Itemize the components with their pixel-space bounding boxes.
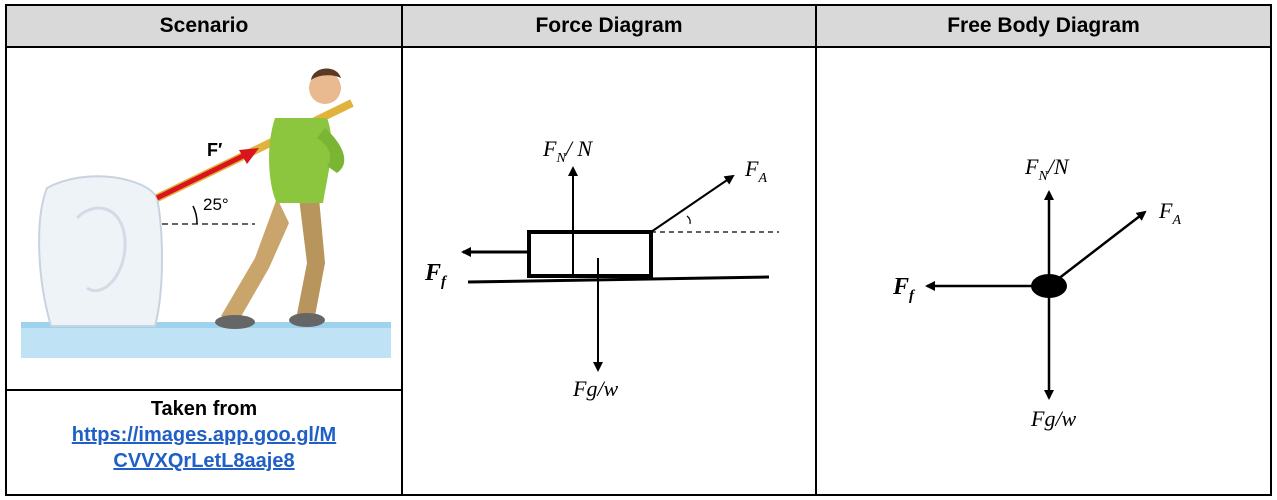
svg-text:Ff: Ff xyxy=(892,274,916,304)
fbd-friction-label: F xyxy=(892,274,909,300)
fbd-normal-label: F xyxy=(1024,154,1039,179)
person-figure xyxy=(215,68,345,329)
fbd-normal-sub: N xyxy=(1037,169,1048,184)
fbd-applied-label: F xyxy=(1158,198,1173,223)
body-point xyxy=(1031,274,1067,298)
svg-text:Ff: Ff xyxy=(424,260,448,290)
force-diagram: FN/ N FA Ff Fg/w xyxy=(424,136,779,401)
svg-text:FN/N: FN/N xyxy=(1024,154,1070,184)
force-label-prime: F′ xyxy=(207,140,222,160)
header-scenario: Scenario xyxy=(159,14,249,37)
fbd-friction-sub: f xyxy=(909,288,916,304)
image-credit: Taken from https://images.app.goo.gl/M C… xyxy=(7,396,401,474)
fd-friction-sub: f xyxy=(441,274,448,290)
fd-friction-label: F xyxy=(424,260,441,286)
free-body-diagram: FN/N FA Ff Fg/w xyxy=(892,154,1181,431)
fd-gravity-label: Fg/w xyxy=(572,376,619,401)
block xyxy=(527,230,653,278)
diagram-table: Scenario Force Diagram Free Body Diagram… xyxy=(5,4,1272,496)
snow-block xyxy=(38,175,163,327)
ground-line xyxy=(467,275,770,284)
applied-force-arrow-fd xyxy=(650,174,735,233)
fd-normal-suffix: / N xyxy=(564,136,594,161)
fd-normal-sub: N xyxy=(555,151,566,166)
credit-link-line1[interactable]: https://images.app.goo.gl/M xyxy=(71,424,337,446)
fbd-normal-suffix: /N xyxy=(1046,154,1070,179)
header-force-diagram: Force Diagram xyxy=(535,14,683,37)
column-divider-1 xyxy=(401,6,403,494)
fd-applied-sub: A xyxy=(757,171,767,186)
svg-text:FA: FA xyxy=(1158,198,1181,228)
scenario-divider xyxy=(7,389,401,391)
fd-applied-label: F xyxy=(744,156,759,181)
header-free-body-diagram: Free Body Diagram xyxy=(947,14,1140,37)
angle-label: 25° xyxy=(203,195,229,214)
header-row: Scenario Force Diagram Free Body Diagram xyxy=(7,6,1270,48)
credit-title: Taken from xyxy=(150,398,258,420)
svg-text:FN/ N: FN/ N xyxy=(542,136,593,166)
fd-normal-label: F xyxy=(542,136,557,161)
credit-link-line2[interactable]: CVVXQrLetL8aaje8 xyxy=(113,450,295,472)
applied-force-arrow xyxy=(155,152,247,201)
fbd-gravity-label: Fg/w xyxy=(1030,406,1077,431)
svg-text:FA: FA xyxy=(744,156,767,186)
fbd-applied-sub: A xyxy=(1171,213,1181,228)
scenario-illustration: 25° F′ xyxy=(21,68,391,358)
column-divider-2 xyxy=(815,6,817,494)
fbd-applied-arrow xyxy=(1048,210,1147,287)
